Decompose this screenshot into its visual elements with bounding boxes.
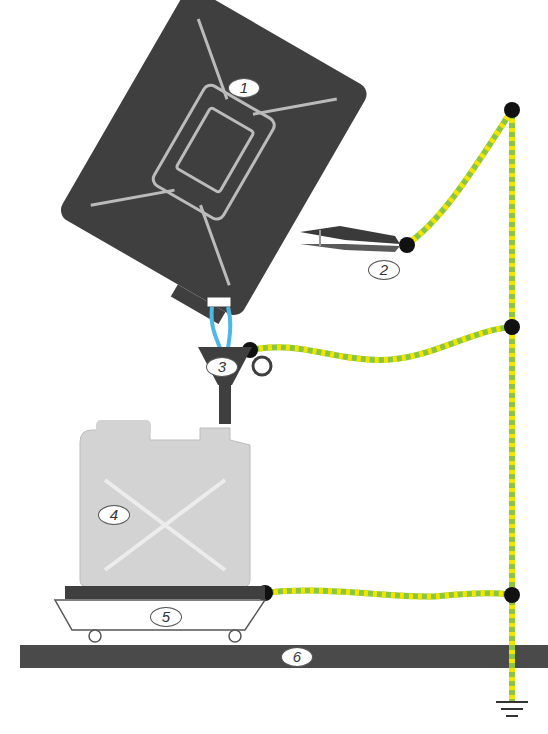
floor — [20, 645, 548, 668]
metal-funnel — [198, 347, 271, 424]
callout-number: 6 — [281, 647, 313, 667]
conductive-trolley — [55, 586, 265, 642]
callout-number: 4 — [98, 505, 130, 525]
callout-number: 3 — [206, 357, 238, 377]
callout-number: 1 — [228, 78, 260, 98]
callout-number: 5 — [150, 607, 182, 627]
earth-clamp — [300, 226, 400, 252]
callout-number: 2 — [368, 260, 400, 280]
earth-conductor — [496, 110, 528, 716]
receiving-container — [80, 420, 250, 587]
metal-jerry-can — [50, 0, 371, 332]
